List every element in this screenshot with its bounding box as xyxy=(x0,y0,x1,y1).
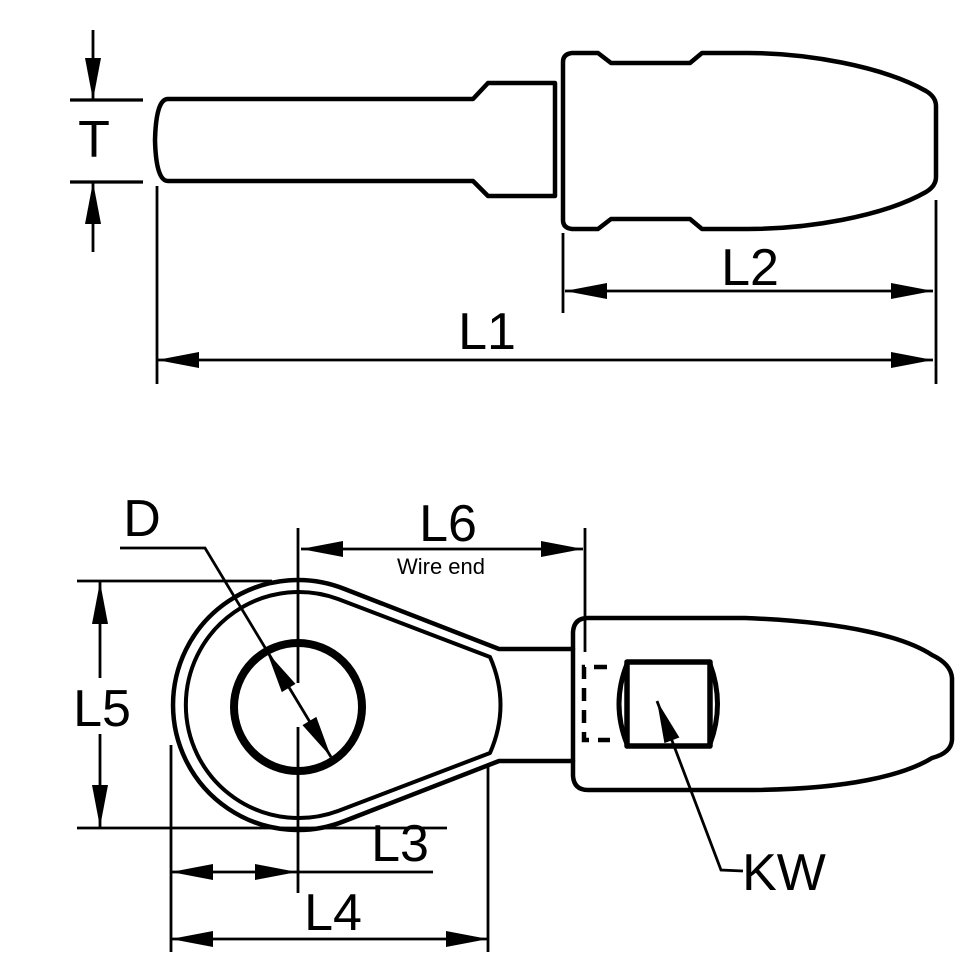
arrowhead xyxy=(891,283,933,299)
bottom-view: D L6 Wire end L5 L3 xyxy=(73,490,955,952)
swage-body-outline xyxy=(560,50,939,232)
arrowhead xyxy=(85,182,101,224)
dimension-d: D xyxy=(120,490,333,758)
arrowhead xyxy=(446,931,488,947)
arrowhead xyxy=(301,541,343,557)
leader-line xyxy=(655,700,744,873)
arrowhead xyxy=(92,785,108,827)
arrowhead xyxy=(255,864,297,880)
top-view: T L2 L1 xyxy=(70,30,939,384)
dimension-l3: L3 xyxy=(169,745,433,952)
arrowhead xyxy=(157,352,199,368)
wire-end-annotation: Wire end xyxy=(397,554,485,579)
dimension-l5: L5 xyxy=(73,579,447,830)
dimension-label-l6: L6 xyxy=(419,495,477,553)
dimension-label-l1: L1 xyxy=(458,303,516,361)
dimension-label-d: D xyxy=(123,490,161,548)
dimension-label-t: T xyxy=(78,111,110,169)
dimension-l4: L4 xyxy=(171,765,490,952)
arrowhead xyxy=(891,352,933,368)
socket-hole xyxy=(624,659,713,749)
arrowhead xyxy=(171,864,213,880)
dimension-l2: L2 xyxy=(561,200,938,384)
arrowhead xyxy=(657,701,680,744)
terminal-body-outline xyxy=(570,615,955,793)
dimension-label-l3: L3 xyxy=(371,815,429,873)
arrowhead xyxy=(541,541,583,557)
arrowhead xyxy=(565,283,607,299)
arrowhead xyxy=(85,58,101,100)
dimension-l6: L6 Wire end xyxy=(301,495,587,652)
shank-outline xyxy=(152,80,558,199)
arrowhead xyxy=(267,652,296,693)
eye-inner-edge xyxy=(183,590,503,820)
dimension-label-kw: KW xyxy=(742,844,826,902)
socket-hole-right-arc xyxy=(707,663,720,745)
dimension-label-l5: L5 xyxy=(73,680,131,738)
dimension-t: T xyxy=(70,30,143,252)
dimension-label-l2: L2 xyxy=(721,239,779,297)
dimension-kw: KW xyxy=(655,700,826,902)
arrowhead xyxy=(171,931,213,947)
arrowhead xyxy=(302,716,331,757)
dimension-label-l4: L4 xyxy=(304,884,362,942)
dimension-l1: L1 xyxy=(155,186,933,384)
arrowhead xyxy=(92,582,108,624)
socket-hole-left-arc xyxy=(616,663,630,745)
extension-line xyxy=(70,98,143,184)
hidden-hole-dashed-line xyxy=(581,664,610,743)
